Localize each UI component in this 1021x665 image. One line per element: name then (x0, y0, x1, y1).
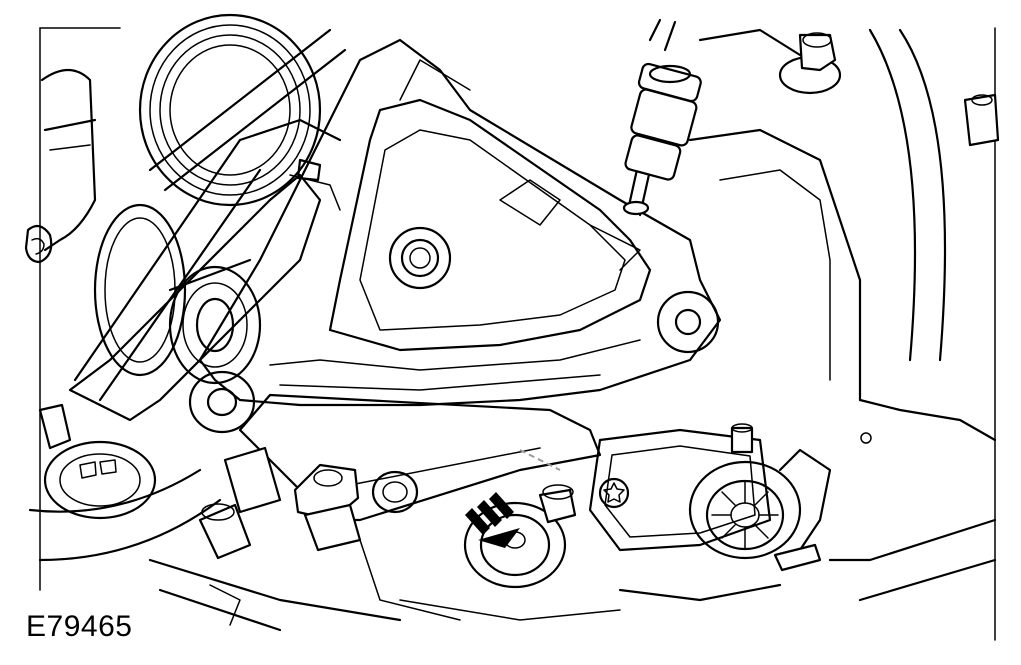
idler-pulley (168, 258, 262, 385)
upper-right-bolt (778, 32, 842, 95)
cable-rod (622, 18, 702, 217)
drive-belt (73, 28, 347, 402)
upper-right-bolt-2 (963, 93, 1000, 147)
sensor-housing-left (43, 440, 157, 520)
crankshaft-pulley (93, 13, 322, 377)
connector-plug (293, 463, 362, 552)
sensor-retaining-bolt (463, 484, 577, 589)
right-housing (688, 28, 997, 602)
torx-fastener (598, 477, 630, 509)
direction-arrow (465, 492, 520, 548)
mounting-bracket (198, 38, 722, 407)
hose-left (28, 446, 282, 562)
bracket-eye-right (656, 290, 720, 354)
lower-right-plate (588, 428, 772, 552)
lower-rail (148, 539, 782, 632)
electrical-connector-right (688, 448, 832, 572)
bolt-mid-right (730, 423, 754, 454)
bolt-lower-mid (371, 470, 419, 514)
figure-id-label: E79465 (26, 610, 133, 643)
tensioner-arm (68, 158, 341, 422)
engine-block-left (24, 68, 97, 450)
bracket-eye-left (188, 370, 256, 434)
bracket-bolt-center (388, 226, 452, 290)
